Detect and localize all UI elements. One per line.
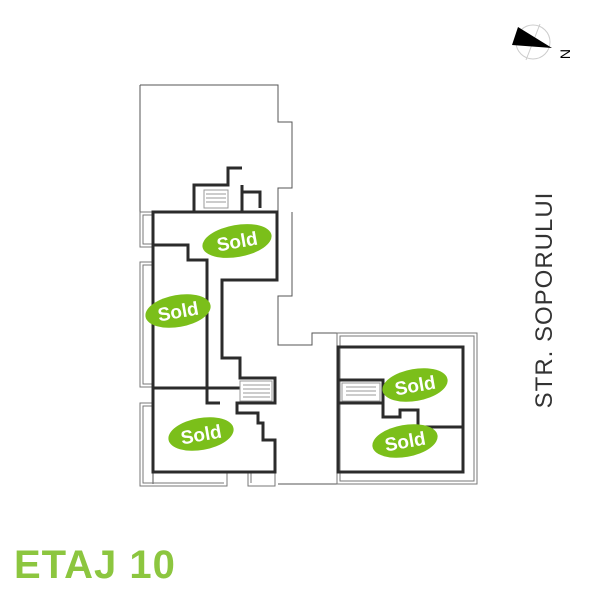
sold-badge[interactable]: Sold bbox=[200, 219, 274, 263]
stairs bbox=[203, 189, 381, 402]
left-building-walls bbox=[151, 166, 279, 474]
street-label: STR. SOPORULUI bbox=[531, 191, 558, 409]
sold-badges: Sold Sold Sold Sold Sold bbox=[143, 219, 451, 463]
sold-badge[interactable]: Sold bbox=[370, 420, 441, 463]
north-label: N bbox=[557, 48, 574, 60]
sold-badge[interactable]: Sold bbox=[380, 364, 451, 407]
sold-badge[interactable]: Sold bbox=[166, 413, 237, 456]
compass-north-icon bbox=[512, 23, 552, 61]
site-outline bbox=[139, 84, 337, 485]
sold-badge[interactable]: Sold bbox=[143, 290, 214, 333]
floor-label: ETAJ 10 bbox=[14, 543, 176, 587]
